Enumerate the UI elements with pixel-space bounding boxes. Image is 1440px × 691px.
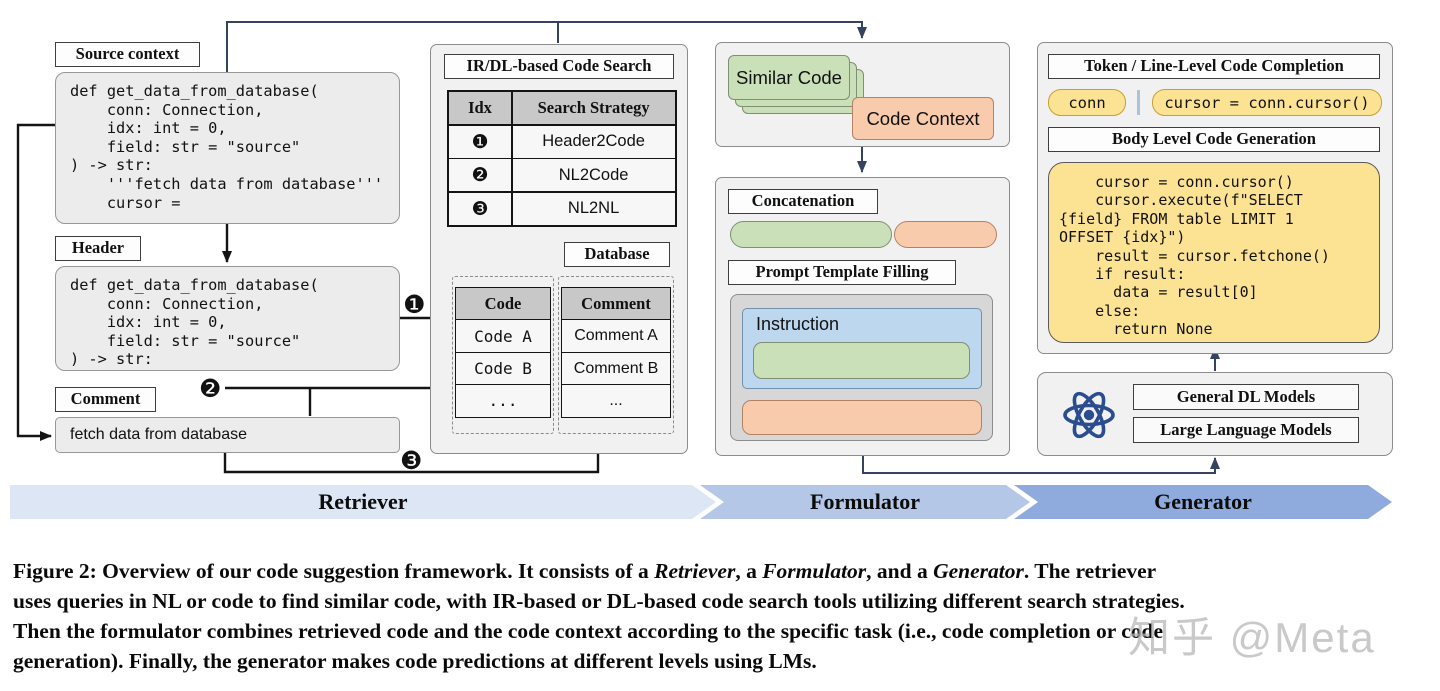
- formulator-band: Formulator: [700, 485, 1030, 519]
- general-dl-models-box: General DL Models: [1133, 384, 1359, 410]
- code-context-box: Code Context: [852, 97, 994, 140]
- col-comment: Comment: [561, 287, 671, 321]
- comment-text: fetch data from database: [55, 417, 400, 453]
- line-completion-pill: cursor = conn.cursor(): [1152, 89, 1382, 116]
- large-language-models-box: Large Language Models: [1133, 417, 1359, 443]
- token-completion-pill: conn: [1048, 89, 1126, 116]
- table-row-idx: ❶: [449, 125, 511, 158]
- db-cell: ...: [561, 383, 671, 418]
- table-row-strategy: NL2NL: [512, 192, 675, 225]
- template-orange-slot: [742, 400, 982, 435]
- code-search-title: IR/DL-based Code Search: [444, 54, 674, 79]
- atom-icon: [1063, 391, 1115, 439]
- prompt-template-box: Instruction: [730, 294, 993, 441]
- db-cell: Code A: [455, 319, 551, 354]
- figure-caption: Figure 2: Overview of our code suggestio…: [13, 559, 1185, 673]
- header-label: Header: [55, 236, 141, 261]
- concatenation-label: Concatenation: [728, 189, 878, 214]
- col-strategy: Search Strategy: [512, 92, 675, 124]
- concat-orange-pill: [894, 221, 997, 248]
- generation-title: Body Level Code Generation: [1048, 127, 1380, 152]
- database-label: Database: [564, 242, 670, 267]
- db-cell: Comment B: [561, 351, 671, 386]
- generator-band: Generator: [1014, 485, 1392, 519]
- header-code: def get_data_from_database( conn: Connec…: [55, 266, 400, 371]
- database-comment-column: Comment Comment A Comment B ...: [558, 276, 674, 434]
- retriever-band: Retriever: [10, 485, 716, 519]
- comment-label: Comment: [55, 387, 156, 412]
- database-code-column: Code Code A Code B ...: [452, 276, 554, 434]
- similar-code-box: Similar Code: [728, 55, 850, 100]
- step-badge-2: ❷: [199, 374, 222, 403]
- db-cell: Code B: [455, 351, 551, 386]
- table-row-strategy: NL2Code: [512, 159, 675, 192]
- db-cell: Comment A: [561, 319, 671, 354]
- table-row-idx: ❷: [449, 159, 511, 192]
- pill-divider: [1137, 90, 1140, 115]
- table-row-strategy: Header2Code: [512, 125, 675, 158]
- col-idx: Idx: [449, 92, 511, 124]
- prompt-template-label: Prompt Template Filling: [728, 260, 956, 285]
- instruction-green-slot: [753, 342, 970, 379]
- source-context-label: Source context: [55, 42, 200, 67]
- formulation-panel: Concatenation Prompt Template Filling In…: [715, 177, 1010, 456]
- watermark: 知乎 @Meta: [1128, 614, 1376, 661]
- step-badge-1: ❶: [403, 290, 426, 319]
- search-strategy-table: Idx Search Strategy ❶ Header2Code ❷ NL2C…: [447, 90, 677, 227]
- db-cell: ...: [455, 383, 551, 418]
- retrieved-context-panel: Similar Code Code Context: [715, 42, 1010, 147]
- arrow-source-to-comment: [16, 123, 55, 441]
- source-context-code: def get_data_from_database( conn: Connec…: [55, 72, 400, 224]
- col-code: Code: [455, 287, 551, 321]
- arrow-formulator-to-models: [862, 456, 1220, 474]
- models-panel: General DL Models Large Language Models: [1037, 372, 1393, 456]
- completion-title: Token / Line-Level Code Completion: [1048, 54, 1380, 79]
- table-row-idx: ❸: [449, 192, 511, 225]
- generated-body-code: cursor = conn.cursor() cursor.execute(f"…: [1048, 162, 1380, 343]
- step-badge-3: ❸: [400, 446, 423, 475]
- concat-green-pill: [730, 221, 892, 248]
